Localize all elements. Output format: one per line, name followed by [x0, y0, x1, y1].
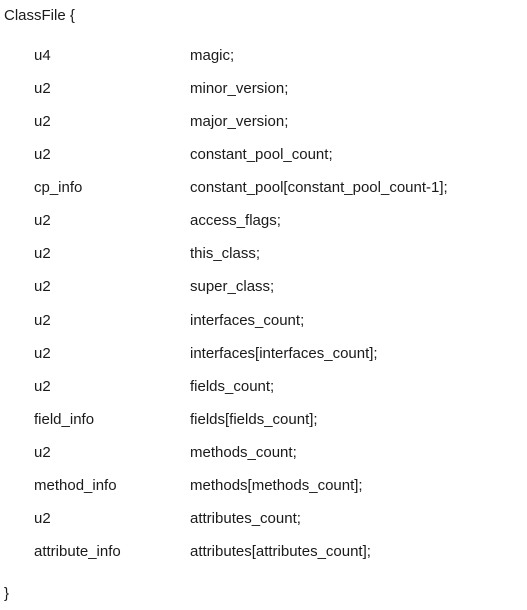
- field-type: u2: [34, 212, 51, 230]
- field-name: interfaces[interfaces_count];: [190, 344, 378, 362]
- field-row: u2 interfaces_count;: [0, 309, 527, 342]
- field-type: u2: [34, 377, 51, 395]
- field-type: u2: [34, 113, 51, 131]
- field-name: fields_count;: [190, 377, 275, 395]
- field-type: u2: [34, 509, 51, 527]
- field-row: u2 major_version;: [0, 110, 527, 143]
- field-name: fields[fields_count];: [190, 410, 318, 428]
- field-type: u2: [34, 245, 51, 263]
- classfile-header: ClassFile {: [4, 7, 75, 24]
- field-type: u2: [34, 146, 51, 164]
- field-type: u2: [34, 311, 51, 329]
- classfile-footer: }: [4, 585, 10, 602]
- field-type: u2: [34, 443, 51, 461]
- field-name: interfaces_count;: [190, 311, 305, 329]
- field-name: constant_pool_count;: [190, 146, 333, 164]
- field-type: field_info: [34, 410, 95, 428]
- field-name: this_class;: [190, 245, 261, 263]
- field-name: methods[methods_count];: [190, 476, 363, 494]
- field-row: u2 super_class;: [0, 275, 527, 308]
- field-row: field_info fields[fields_count];: [0, 408, 527, 441]
- field-name: access_flags;: [190, 212, 281, 230]
- field-list: u4 magic; u2 minor_version; u2 major_versio…: [0, 44, 527, 573]
- field-name: attributes_count;: [190, 509, 301, 527]
- field-name: super_class;: [190, 278, 275, 296]
- field-row: u2 minor_version;: [0, 77, 527, 110]
- field-row: u2 fields_count;: [0, 375, 527, 408]
- field-name: methods_count;: [190, 443, 297, 461]
- field-type: u2: [34, 344, 51, 362]
- field-name: attributes[attributes_count];: [190, 542, 371, 560]
- field-name: magic;: [190, 47, 235, 64]
- field-type: attribute_info: [34, 542, 121, 560]
- field-type: method_info: [34, 476, 117, 494]
- field-row: u2 access_flags;: [0, 209, 527, 242]
- field-name: minor_version;: [190, 80, 289, 98]
- field-name: constant_pool[constant_pool_count-1];: [190, 179, 448, 197]
- field-row: u2 this_class;: [0, 242, 527, 275]
- field-row: u4 magic;: [0, 44, 527, 77]
- field-row: cp_info constant_pool[constant_pool_count…: [0, 176, 527, 209]
- field-row: u2 attributes_count;: [0, 507, 527, 540]
- field-type: u2: [34, 278, 51, 296]
- field-row: u2 interfaces[interfaces_count];: [0, 342, 527, 375]
- field-row: attribute_info attributes[attributes_coun…: [0, 540, 527, 573]
- field-name: major_version;: [190, 113, 289, 131]
- field-row: u2 methods_count;: [0, 441, 527, 474]
- field-row: u2 constant_pool_count;: [0, 143, 527, 176]
- field-type: u2: [34, 80, 51, 98]
- field-type: u4: [34, 47, 51, 64]
- field-row: method_info methods[methods_count];: [0, 474, 527, 507]
- field-type: cp_info: [34, 179, 83, 197]
